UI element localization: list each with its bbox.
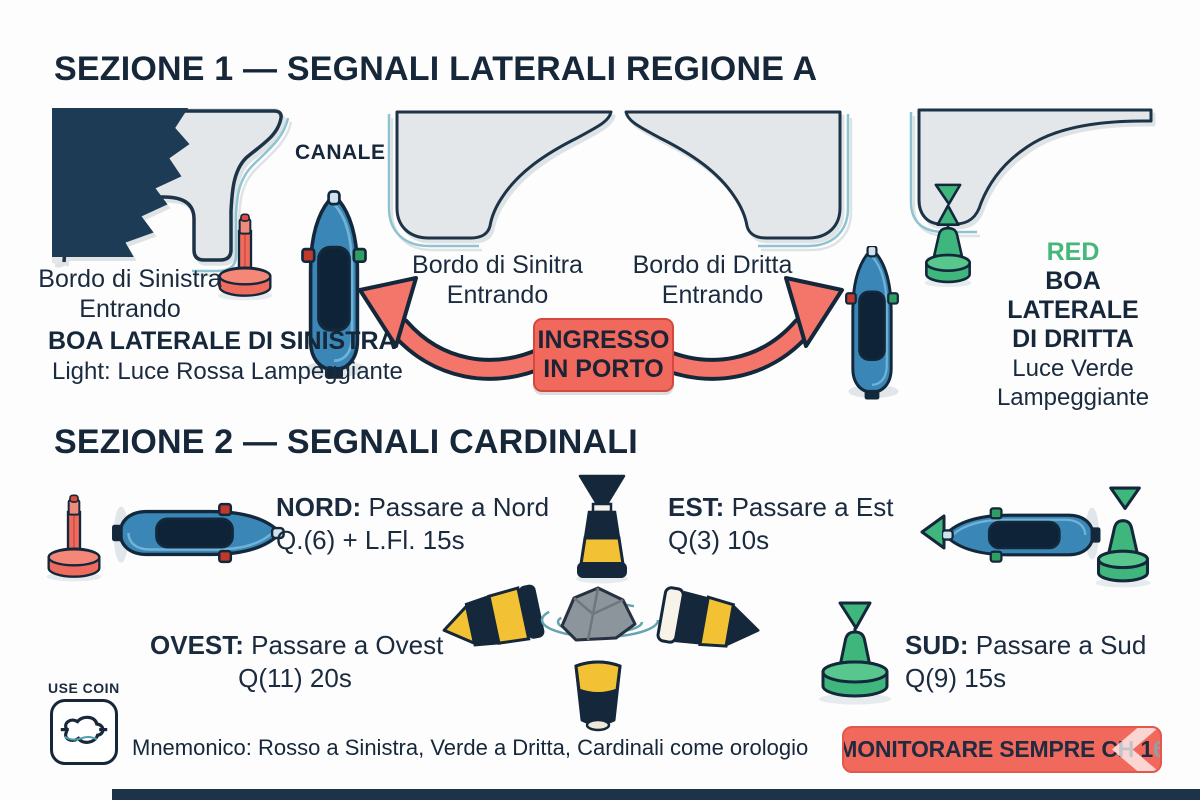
rock-icon [540,586,660,642]
mid-right-line1: Bordo di Dritta [632,251,793,279]
ingresso-badge: INGRESSO IN PORTO [533,318,674,392]
boat-top-view-icon [112,502,285,564]
right-light-line1: Luce Verde [1012,355,1134,382]
ovest-text-block: OVEST: Passare a Ovest Q(11) 20s [150,629,444,695]
right-red-label: RED [1046,238,1100,266]
port-light-icon [301,247,316,264]
green-hourglass-buoy-icon [924,183,972,288]
knot-icon [60,715,108,744]
channel-bank-mid-right [624,110,850,248]
est-text: Passare a Est [724,492,894,522]
ovest-code: Q(11) 20s [238,663,352,693]
nord-text-block: NORD: Passare a Nord Q.(6) + L.Fl. 15s [276,491,549,557]
boat-top-view-icon [301,190,367,379]
use-coin-label: USE COIN [48,680,120,696]
bow-light-icon [327,190,341,206]
boat-top-view-icon [942,507,1101,563]
green-cone-buoy-icon [1095,486,1151,588]
mid-left-label: Bordo di Sinitra Entrando [385,250,610,310]
left-approach-line2: Entrando [79,295,181,323]
mid-left-line1: Bordo di Sinitra [412,251,583,279]
section1-title: SEZIONE 1 — SEGNALI LATERALI REGIONE A [54,50,818,88]
left-approach-line1: Bordo di Sinistra [38,265,222,293]
est-text-block: EST: Passare a Est Q(3) 10s [668,491,893,557]
green-topmark-buoy-icon [819,601,891,705]
boat-top-view-icon [845,246,899,400]
sud-code: Q(9) 15s [905,663,1007,693]
ingresso-line2: IN PORTO [543,355,664,383]
west-cardinal-buoy-icon [442,584,545,647]
sud-text-block: SUD: Passare a Sud Q(9) 15s [905,629,1146,695]
channel-bank-mid-left [387,110,613,248]
left-light-label: Light: Luce Rossa Lampeggiante [52,358,403,385]
north-cardinal-buoy-icon [576,474,628,584]
badge-digit: 6 [1153,736,1160,763]
nord-label: NORD: [276,492,362,522]
ovest-text: Passare a Ovest [243,630,444,660]
right-light-line2: Lampeggiante [996,384,1150,411]
mnemonic-text: Mnemonico: Rosso a Sinistra, Verde a Dri… [132,735,809,760]
canale-label: CANALE [295,141,386,164]
land-mass-left [52,108,290,273]
mid-left-line2: Entrando [446,281,549,309]
sud-text: Passare a Sud [968,630,1147,660]
south-cardinal-buoy-icon [574,660,622,732]
left-buoy-name: BOA LATERALE DI SINISTRA [48,327,397,355]
coastline-shape [52,108,190,257]
sud-label: SUD: [905,630,969,660]
ovest-label: OVEST: [150,630,244,660]
right-buoy-name-line2: DI DRITTA [1012,325,1134,353]
arrow-right-icon [655,276,844,381]
est-label: EST: [668,492,725,522]
nord-code: Q.(6) + L.Fl. 15s [276,525,465,555]
mid-right-line2: Entrando [661,281,764,309]
channel-16-badge: MONITORARE SEMPRE CH 16 [842,726,1162,773]
nord-text: Passare a Nord [361,492,550,522]
ingresso-line1: INGRESSO [537,326,670,354]
right-buoy-name-line1: BOA LATERALE [1007,267,1139,324]
use-coin-button[interactable] [50,699,118,765]
left-approach-label: Bordo di Sinistra Entrando [30,264,230,324]
starboard-light-icon [352,247,367,264]
section2-title: SEZIONE 2 — SEGNALI CARDINALI [54,423,638,461]
red-can-buoy-icon [46,494,102,582]
east-cardinal-buoy-icon [656,586,760,648]
arrow-left-icon [358,276,547,381]
est-code: Q(3) 10s [668,525,770,555]
bottom-bar [112,789,1200,800]
mid-right-label: Bordo di Dritta Entrando [600,250,825,310]
right-buoy-label-block: RED BOA LATERALE DI DRITTA Luce Verde La… [978,238,1168,412]
badge-text: MONITORARE SEMPRE CH 1 [842,736,1153,762]
red-can-buoy-icon [217,213,273,301]
